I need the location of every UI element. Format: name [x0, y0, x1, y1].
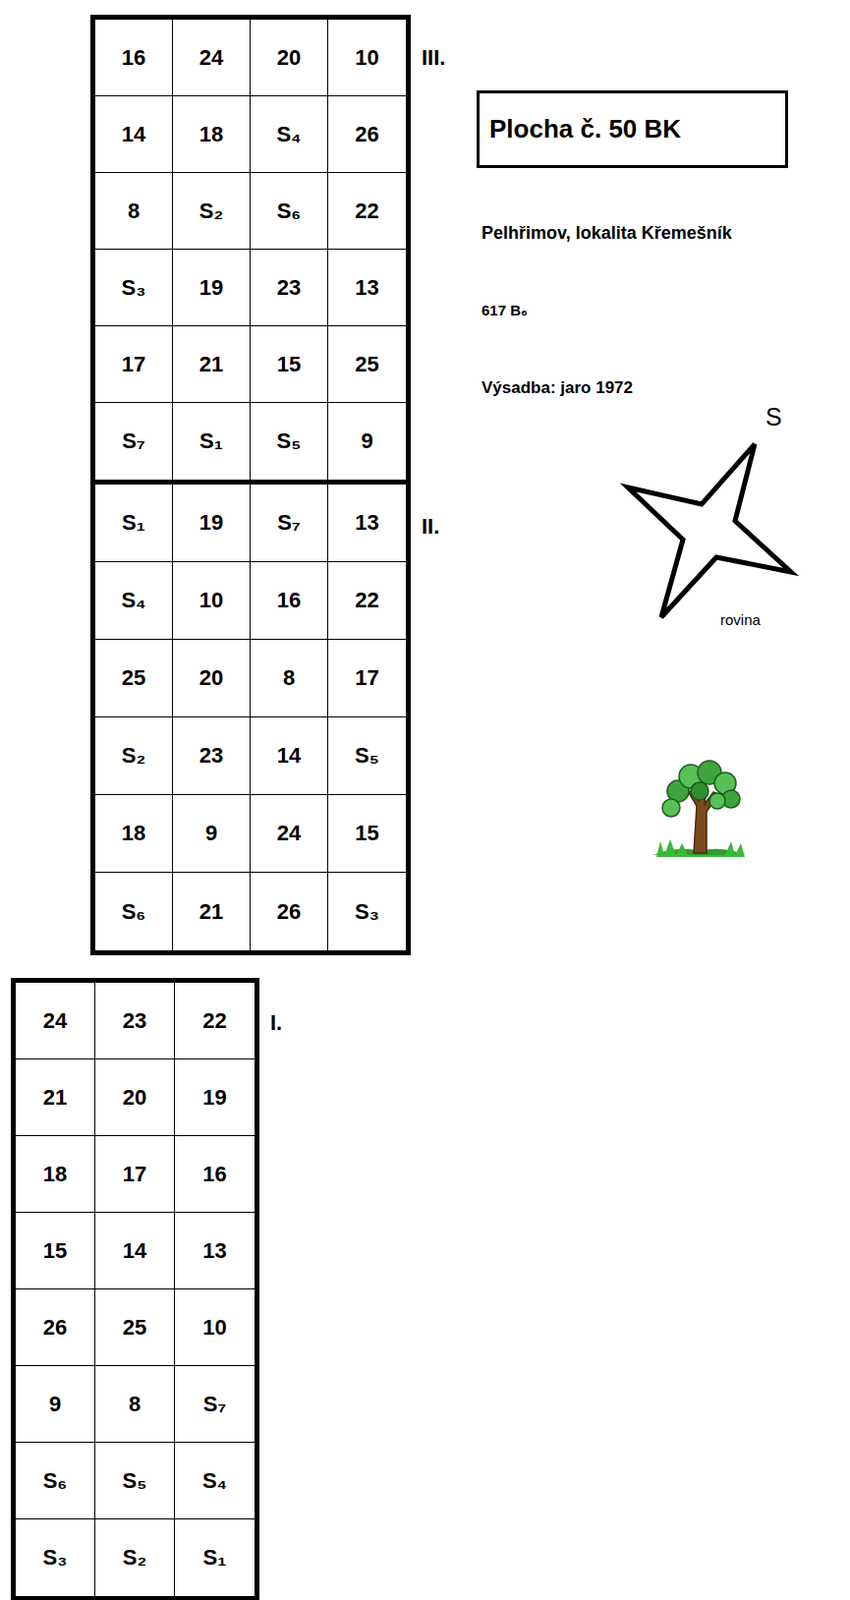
table-cell: 9 — [15, 1365, 96, 1443]
table-cell: 8 — [95, 1365, 175, 1443]
location-note: Pelhřimov, lokalita Křemešník — [481, 223, 733, 244]
table-cell: 25 — [328, 326, 406, 403]
table-cell: 20 — [250, 19, 329, 97]
table-cell: 18 — [172, 96, 251, 173]
table-cell: 14 — [95, 96, 173, 173]
table-cell: S₁ — [172, 402, 251, 480]
table-cell: 8 — [250, 639, 329, 718]
table-cell: S₅ — [328, 717, 406, 795]
table-cell: S₃ — [95, 249, 173, 327]
table-cell: 22 — [328, 172, 406, 250]
block-grid: III.162420101418S₄268S₂S₆22S₃19231317211… — [90, 14, 411, 485]
table-cell: 19 — [172, 484, 251, 563]
table-cell: 21 — [172, 872, 251, 951]
table-cell: 17 — [328, 639, 406, 718]
table-cell: 26 — [250, 872, 329, 951]
planting-note: Výsadba: jaro 1972 — [481, 378, 633, 398]
table-cell: 17 — [95, 326, 173, 403]
table-cell: 16 — [250, 562, 329, 640]
table-cell: 23 — [250, 249, 329, 327]
table-cell: 24 — [15, 982, 96, 1060]
table-cell: S₅ — [95, 1442, 175, 1520]
table-cell: S₇ — [95, 402, 173, 480]
table-cell: 25 — [95, 1289, 175, 1366]
table-cell: S₆ — [95, 872, 173, 951]
table-cell: 13 — [328, 249, 406, 327]
table-cell: 17 — [95, 1135, 175, 1213]
title-text: Plocha č. 50 BK — [489, 113, 681, 145]
table-cell: 23 — [95, 982, 175, 1060]
table-cell: 13 — [328, 484, 406, 563]
table-cell: 24 — [250, 794, 329, 873]
table-cell: 18 — [15, 1135, 96, 1213]
table-cell: 14 — [250, 717, 329, 795]
terrain-note: rovina — [720, 611, 761, 628]
table-cell: S₄ — [250, 96, 329, 173]
stand-code: 617 B₆ — [481, 301, 528, 319]
table-cell: 26 — [328, 96, 406, 173]
table-cell: 20 — [95, 1059, 175, 1136]
table-cell: 9 — [172, 794, 251, 873]
table-cell: 25 — [95, 639, 173, 718]
table-cell: S₂ — [172, 172, 251, 250]
title-box: Plocha č. 50 BK — [476, 90, 789, 169]
table-cell: 16 — [95, 19, 173, 97]
table-cell: 16 — [174, 1135, 255, 1213]
tree-icon — [653, 760, 745, 857]
table-cell: S₇ — [174, 1365, 255, 1443]
table-cell: S₅ — [250, 402, 329, 480]
block-number: I. — [270, 1010, 283, 1036]
table-cell: S₄ — [174, 1442, 255, 1520]
block-number: II. — [421, 513, 440, 540]
table-cell: 26 — [15, 1289, 96, 1366]
table-cell: S₆ — [250, 172, 329, 250]
table-cell: 19 — [174, 1059, 255, 1136]
table-cell: S₂ — [95, 717, 173, 795]
table-cell: 21 — [15, 1059, 96, 1136]
table-cell: 22 — [328, 562, 406, 640]
block-number: III. — [421, 45, 446, 71]
table-cell: 15 — [250, 326, 329, 403]
table-cell: 10 — [172, 562, 251, 640]
table-cell: 22 — [174, 982, 255, 1060]
table-cell: S₂ — [95, 1519, 175, 1596]
table-cell: S₁ — [174, 1519, 255, 1596]
table-cell: 14 — [95, 1212, 175, 1290]
table-cell: 24 — [172, 19, 251, 97]
north-mark: S — [765, 402, 783, 432]
table-cell: S₄ — [95, 562, 173, 640]
compass-star — [627, 444, 792, 618]
table-cell: 19 — [172, 249, 251, 327]
table-cell: 20 — [172, 639, 251, 718]
table-cell: S₁ — [95, 484, 173, 563]
table-cell: 21 — [172, 326, 251, 403]
table-cell: 18 — [95, 794, 173, 873]
table-cell: S₇ — [250, 484, 329, 563]
table-cell: S₆ — [15, 1442, 96, 1520]
table-cell: 23 — [172, 717, 251, 795]
table-cell: 9 — [328, 402, 406, 480]
table-cell: 15 — [15, 1212, 96, 1290]
block-grid: I.24232221201918171615141326251098S₇S₆S₅… — [10, 977, 260, 1600]
block-grid: II.S₁19S₇13S₄1016222520817S₂2314S₅189241… — [90, 479, 411, 956]
table-cell: 8 — [95, 172, 173, 250]
table-cell: 13 — [174, 1212, 255, 1290]
table-cell: 15 — [328, 794, 406, 873]
table-cell: 10 — [328, 19, 406, 97]
table-cell: S₃ — [328, 872, 406, 951]
table-cell: 10 — [174, 1289, 255, 1366]
table-cell: S₃ — [15, 1519, 96, 1596]
